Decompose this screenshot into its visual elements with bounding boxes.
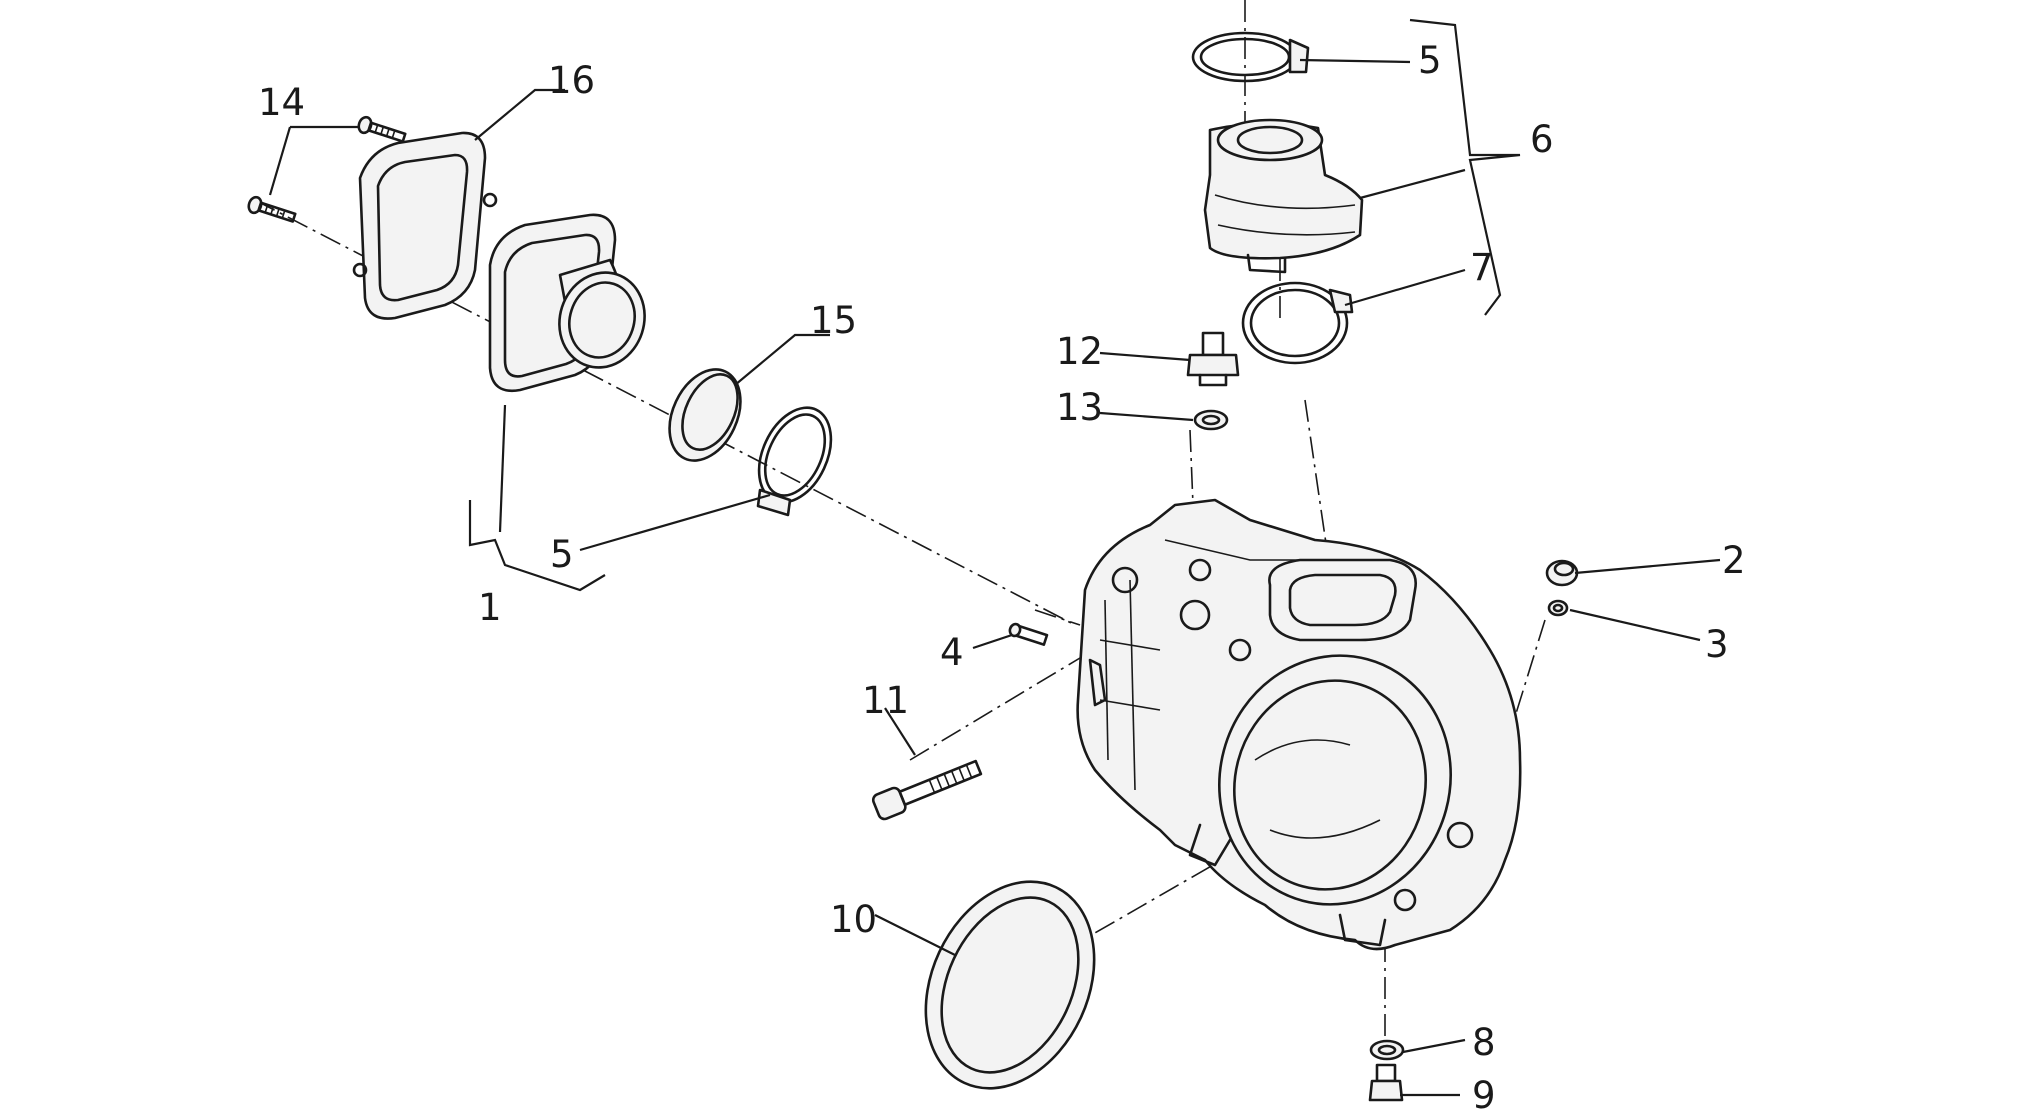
callout-10: 10	[830, 898, 877, 941]
callout-12: 12	[1056, 330, 1103, 373]
callout-7: 7	[1470, 246, 1494, 289]
intake-boot-part-1	[488, 213, 646, 393]
main-housing	[1076, 498, 1522, 951]
callout-11: 11	[862, 679, 909, 722]
hose-clamp-part-7	[1241, 281, 1354, 365]
screw-part-14	[247, 115, 407, 223]
hose-clamp-part-5-left	[756, 406, 833, 517]
retaining-frame-part-16	[352, 131, 498, 320]
rubber-boot-part-6	[1203, 118, 1364, 274]
callout-5-top: 5	[1418, 39, 1442, 82]
washer-part-8	[1369, 1039, 1405, 1061]
leader-lines	[268, 18, 1721, 1097]
hose-clamp-part-5-top	[1191, 31, 1310, 83]
washer-part-13	[1193, 409, 1229, 431]
callout-9: 9	[1472, 1074, 1496, 1115]
cap-part-2	[1545, 559, 1579, 587]
bolt-part-11	[871, 759, 983, 821]
pin-part-4	[1008, 622, 1049, 646]
seal-ring-part-10	[924, 880, 1096, 1090]
callout-4: 4	[940, 631, 964, 674]
callout-2: 2	[1722, 539, 1746, 582]
callout-8: 8	[1472, 1021, 1496, 1064]
callout-6: 6	[1530, 118, 1554, 161]
fitting-part-12	[1186, 331, 1240, 387]
callout-16: 16	[548, 59, 595, 102]
plug-part-9	[1368, 1063, 1404, 1102]
callout-5-left: 5	[550, 533, 574, 576]
callout-13: 13	[1056, 386, 1103, 429]
callout-labels: 14 16 15 5 1 5 6 7 12 13 4 11 10 2 3 8 9	[258, 39, 1746, 1115]
callout-1: 1	[478, 586, 502, 629]
callout-3: 3	[1705, 623, 1729, 666]
sleeve-ring-part-15	[668, 368, 742, 462]
callout-15: 15	[810, 299, 857, 342]
washer-part-3	[1547, 599, 1569, 617]
callout-14: 14	[258, 81, 305, 124]
